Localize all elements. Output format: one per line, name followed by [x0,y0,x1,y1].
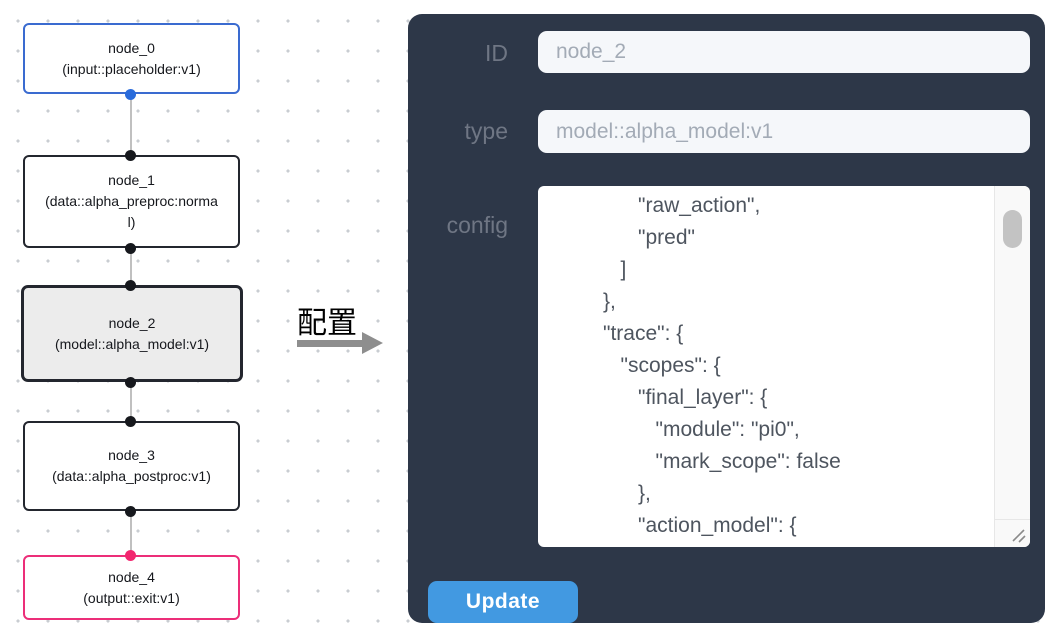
node2-target-handle[interactable] [125,280,136,291]
configure-transition-label: 配置 [297,307,357,340]
type-field-label: type [464,118,508,144]
config-scrollbar-track[interactable] [994,186,1030,519]
config-scrollbar-thumb[interactable] [1003,210,1022,248]
flow-node-node_1[interactable]: node_1 (data::alpha_preproc:normal) [23,155,240,248]
config-json-text[interactable]: "raw_action", "pred" ] }, "trace": { "sc… [603,194,841,537]
node-type-label: (data::alpha_postproc:v1) [52,468,211,484]
type-input[interactable] [538,110,1030,153]
right-arrow-head-icon [362,332,383,354]
flow-node-node_3[interactable]: node_3 (data::alpha_postproc:v1) [23,421,240,511]
flow-node-node_2-selected[interactable]: node_2 (model::alpha_model:v1) [21,285,243,382]
node-id-label: node_4 [108,568,155,585]
node-type-label: (data::alpha_preproc:normal) [45,193,218,230]
node-id-label: node_0 [108,39,155,56]
edge-node2-node3[interactable] [130,382,132,421]
flow-node-node_4[interactable]: node_4 (output::exit:v1) [23,555,240,620]
node-id-label: node_1 [108,172,155,188]
update-button[interactable]: Update [428,581,578,623]
node-type-label: (output::exit:v1) [83,589,180,606]
edge-node3-node4[interactable] [130,511,132,555]
edge-node0-node1[interactable] [130,94,132,155]
node-config-panel: ID type config "raw_action", "pred" ] },… [408,14,1045,623]
node4-target-handle[interactable] [125,550,136,561]
node2-source-handle[interactable] [125,377,136,388]
id-input[interactable] [538,31,1030,73]
id-field-label: ID [485,40,508,66]
node1-target-handle[interactable] [125,150,136,161]
node-type-label: (model::alpha_model:v1) [54,335,210,352]
node0-source-handle[interactable] [125,89,136,100]
edge-node1-node2[interactable] [130,248,132,287]
node-type-label: (input::placeholder:v1) [62,60,201,77]
config-textarea[interactable]: "raw_action", "pred" ] }, "trace": { "sc… [538,186,1030,547]
resize-grip-glyph [1012,529,1026,543]
node-id-label: node_3 [108,447,155,463]
flow-node-node_0[interactable]: node_0 (input::placeholder:v1) [23,23,240,94]
node3-source-handle[interactable] [125,506,136,517]
config-field-label: config [446,212,508,238]
right-arrow-icon [297,340,363,347]
resize-handle-icon[interactable] [994,519,1030,547]
node1-source-handle[interactable] [125,243,136,254]
node3-target-handle[interactable] [125,416,136,427]
node-id-label: node_2 [108,314,156,331]
